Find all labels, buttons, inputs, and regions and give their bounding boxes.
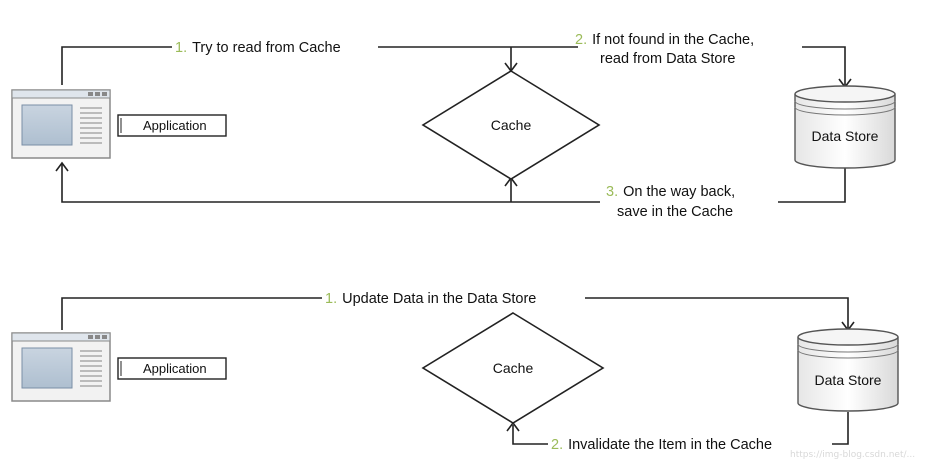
top-step3-label-line1: 3.On the way back, — [606, 184, 735, 200]
application-label: Application — [143, 361, 207, 376]
data-store-label: Data Store — [812, 128, 879, 144]
application-label-box: Application — [117, 357, 227, 380]
data-store-node: Data Store — [797, 328, 899, 412]
top-step1-label: 1.Try to read from Cache — [175, 40, 341, 56]
watermark: https://img-blog.csdn.net/... — [790, 450, 915, 460]
bottom-step2-label: 2.Invalidate the Item in the Cache — [551, 437, 772, 453]
top-step2-label-line1: 2.If not found in the Cache, — [575, 32, 754, 48]
top-flow: Application Cache Data Store 1.Try to re… — [11, 32, 896, 220]
cache-node: Cache — [421, 70, 601, 180]
application-window-icon — [11, 332, 111, 402]
bottom-flow: Application Cache Data Store 1.Update Da… — [11, 291, 899, 453]
top-step3-label-line2: save in the Cache — [617, 204, 733, 220]
cache-node: Cache — [421, 312, 605, 424]
data-store-node: Data Store — [794, 85, 896, 169]
cache-label: Cache — [493, 360, 534, 376]
data-store-label: Data Store — [815, 372, 882, 388]
top-step2-label-line2: read from Data Store — [600, 51, 735, 67]
application-label-box: Application — [117, 114, 227, 137]
cache-label: Cache — [491, 117, 532, 133]
application-window-icon — [11, 89, 111, 159]
top-step2-connector — [802, 46, 852, 89]
bottom-step1-label: 1.Update Data in the Data Store — [325, 291, 536, 307]
application-label: Application — [143, 118, 207, 133]
top-step1-connector — [61, 46, 578, 85]
